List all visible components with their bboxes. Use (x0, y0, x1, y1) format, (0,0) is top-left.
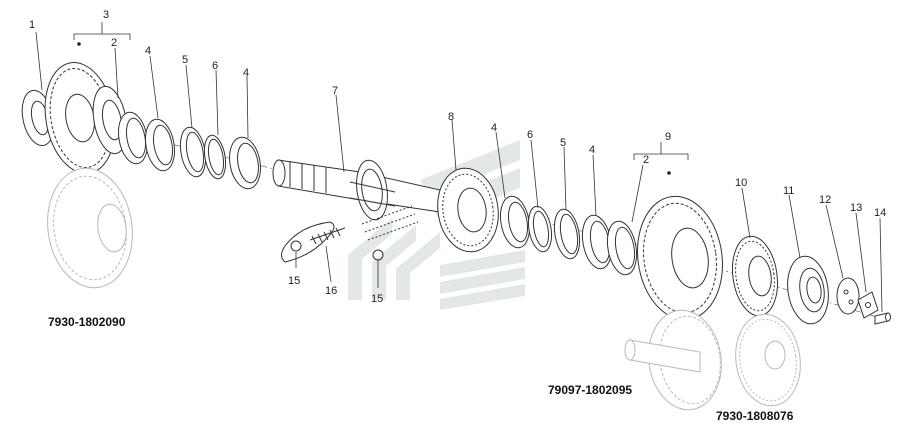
callout-6-a: 6 (212, 60, 218, 72)
callout-7: 7 (332, 85, 338, 97)
bracket-9-dot (667, 171, 671, 175)
part-5-ring-right (553, 208, 581, 260)
callout-4-c: 4 (491, 122, 497, 134)
bracket-9 (633, 142, 689, 160)
alt-gear-left-ghost (47, 167, 133, 289)
alt-gear-right-ghost (735, 313, 801, 407)
callout-3: 3 (103, 9, 109, 21)
part-8-coupling-gear (437, 167, 499, 253)
callout-6-b: 6 (527, 129, 533, 141)
part-4-bearing-left (117, 111, 176, 172)
callout-12: 12 (819, 194, 831, 206)
callout-13: 13 (850, 202, 862, 214)
part-6-snap-ring-left (203, 134, 227, 180)
bracket-3-dot (77, 42, 81, 46)
part-14-bolt (874, 312, 891, 325)
callout-9: 9 (665, 131, 671, 143)
bracket-3 (73, 22, 131, 40)
callout-11: 11 (783, 185, 794, 197)
callout-15-right: 15 (371, 293, 383, 305)
part-number-right: 7930-1808076 (716, 409, 794, 423)
part-number-middle: 79097-1802095 (548, 383, 632, 397)
callout-15-left: 15 (288, 275, 300, 287)
callout-4-a: 4 (145, 45, 151, 57)
callout-2-left: 2 (111, 37, 117, 49)
part-11-bearing (787, 255, 829, 325)
part-5-ring-left (179, 126, 207, 178)
part-10-thin-gear (732, 235, 778, 317)
callout-10: 10 (735, 177, 747, 189)
part-4-bearing-left-2 (229, 136, 261, 190)
callout-5-b: 5 (560, 137, 566, 149)
part-3-gear-assembly (44, 62, 128, 174)
part-13-lock-plate (857, 291, 879, 319)
part-4-bearing-right (499, 195, 531, 249)
part-15-plug-left (281, 221, 335, 263)
alt-gear-mid-ghost (624, 309, 722, 411)
part-12-plate (836, 277, 860, 315)
callout-4-b: 4 (243, 67, 249, 79)
callout-16: 16 (325, 285, 337, 297)
callout-1: 1 (29, 19, 35, 31)
part-number-left: 7930-1802090 (48, 315, 126, 329)
callout-14: 14 (874, 207, 886, 219)
callout-8: 8 (448, 111, 454, 123)
part-4-bearing-right-2 (581, 214, 638, 276)
callout-2-right: 2 (643, 154, 649, 166)
callout-5-a: 5 (182, 54, 188, 66)
part-7-splined-shaft (272, 159, 441, 221)
callout-4-d: 4 (589, 144, 595, 156)
part-16-spring (309, 227, 346, 245)
part-6-snap-ring-right (527, 205, 553, 253)
part-9-gear-assembly (637, 195, 723, 321)
leader-lines (35, 31, 883, 313)
